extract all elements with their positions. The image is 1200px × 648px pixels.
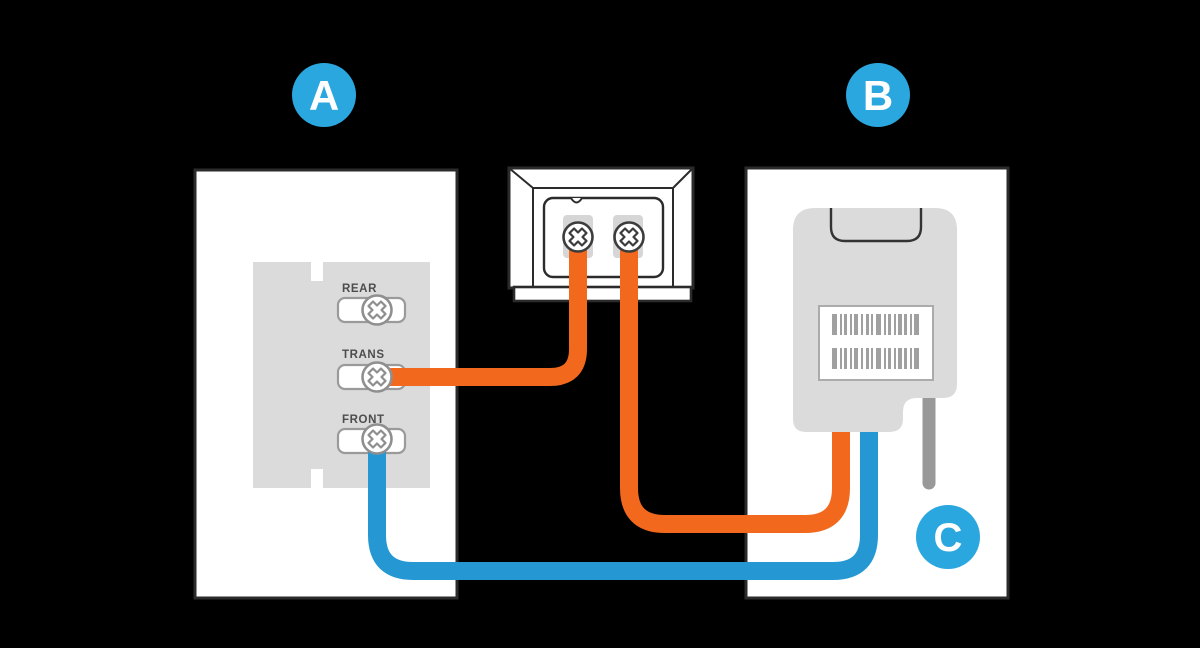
wire-blue-front-to-doorbell [368, 428, 878, 580]
callout-a-letter: A [309, 72, 339, 119]
transformer-perspective-lines [508, 167, 694, 287]
callout-b-badge [846, 63, 910, 127]
terminal-label-trans: TRANS [342, 349, 385, 361]
face-plate-notch [570, 197, 583, 204]
barcode-row-1 [832, 314, 919, 335]
terminal-label-rear: REAR [342, 283, 377, 295]
wire-orange-transformer-to-doorbell [620, 240, 850, 533]
doorbell-device [793, 208, 957, 432]
callout-a-badge [292, 63, 356, 127]
terminal-label-front: FRONT [342, 414, 385, 426]
rear-terminal-screw-icon [361, 294, 393, 326]
callout-c-letter: C [934, 516, 963, 560]
trans-terminal-screw-icon [361, 361, 393, 393]
wire-orange-trans-to-transformer [377, 240, 587, 386]
transformer [507, 166, 695, 303]
transformer-base-plate [512, 285, 693, 303]
transformer-screw-right-icon [613, 221, 645, 253]
plate-notch-top [311, 262, 323, 281]
front-terminal-screw-icon [361, 423, 393, 455]
callout-b-letter: B [863, 72, 893, 119]
transformer-screw-left-icon [562, 221, 594, 253]
transformer-face-plate [542, 196, 665, 279]
doorbell-mount-notch [829, 208, 923, 243]
barcode-row-2 [832, 348, 919, 369]
callout-c-badge [916, 505, 980, 569]
plate-notch-bottom [311, 469, 323, 488]
